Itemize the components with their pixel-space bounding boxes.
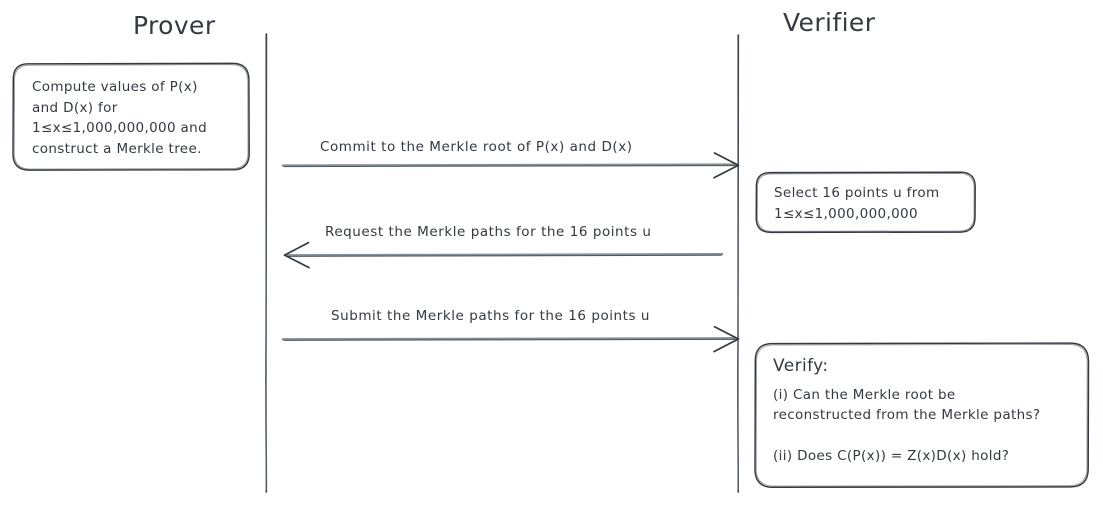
message-label-request[interactable]: Request the Merkle paths for the 16 poin…: [325, 224, 652, 240]
lifeline-verifier-hit[interactable]: [733, 35, 744, 492]
actor-title-prover: Prover: [133, 11, 216, 40]
message-arrow-request: [283, 241, 724, 269]
note-verifier-select-text: Select 16 points u from 1≤x≤1,000,000,00…: [774, 185, 940, 222]
note-prover-compute-text: Compute values of P(x) and D(x) for 1≤x≤…: [32, 79, 208, 157]
note-verifier-verify[interactable]: Verify: (i) Can the Merkle root be recon…: [755, 343, 1089, 488]
note-verifier-verify-text: (i) Can the Merkle root be reconstructed…: [773, 387, 1041, 464]
message-arrow-commit: [281, 152, 740, 179]
message-arrow-submit: [281, 325, 740, 353]
note-verifier-select[interactable]: Select 16 points u from 1≤x≤1,000,000,00…: [756, 172, 976, 233]
message-label-commit[interactable]: Commit to the Merkle root of P(x) and D(…: [320, 139, 633, 155]
note-prover-compute[interactable]: Compute values of P(x) and D(x) for 1≤x≤…: [13, 63, 250, 171]
message-label-submit[interactable]: Submit the Merkle paths for the 16 point…: [331, 308, 651, 324]
note-verifier-verify-heading: Verify:: [773, 356, 829, 376]
actor-title-verifier: Verifier: [783, 8, 876, 37]
lifeline-prover-hit[interactable]: [261, 34, 272, 492]
